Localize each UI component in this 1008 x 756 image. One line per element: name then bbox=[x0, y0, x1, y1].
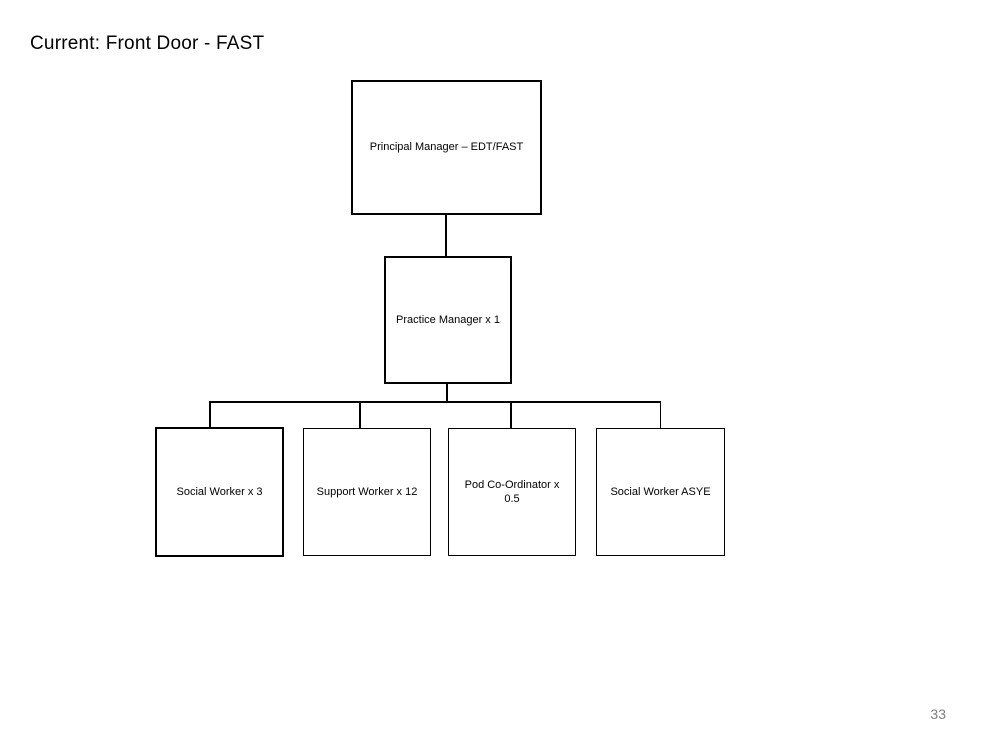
page-title: Current: Front Door - FAST bbox=[30, 33, 265, 54]
connector-horizontal-bar bbox=[209, 401, 661, 403]
org-node-social-worker-asye[interactable]: Social Worker ASYE bbox=[596, 428, 725, 556]
org-node-label: Support Worker x 12 bbox=[316, 485, 418, 498]
org-node-label: Principal Manager – EDT/FAST bbox=[369, 141, 524, 154]
connector-practice-stub bbox=[446, 384, 448, 402]
org-node-support-worker-x12[interactable]: Support Worker x 12 bbox=[303, 428, 431, 556]
org-node-social-worker-x3[interactable]: Social Worker x 3 bbox=[155, 427, 284, 557]
connector-drop-pod-coordinator bbox=[510, 401, 512, 428]
org-node-label: Social Worker x 3 bbox=[176, 485, 263, 498]
connector-principal-to-practice bbox=[445, 215, 447, 256]
org-node-label: Pod Co-Ordinator x 0.5 bbox=[464, 478, 560, 505]
org-node-pod-coordinator[interactable]: Pod Co-Ordinator x 0.5 bbox=[448, 428, 576, 556]
org-node-label: Practice Manager x 1 bbox=[396, 313, 500, 326]
page-number: 33 bbox=[930, 706, 946, 722]
connector-drop-social-worker-asye bbox=[659, 401, 661, 428]
org-node-principal-manager[interactable]: Principal Manager – EDT/FAST bbox=[351, 80, 542, 215]
connector-drop-support-worker-x12 bbox=[359, 401, 361, 428]
org-node-practice-manager[interactable]: Practice Manager x 1 bbox=[384, 256, 512, 384]
org-node-label: Social Worker ASYE bbox=[610, 485, 711, 498]
connector-drop-social-worker-x3 bbox=[209, 401, 211, 428]
